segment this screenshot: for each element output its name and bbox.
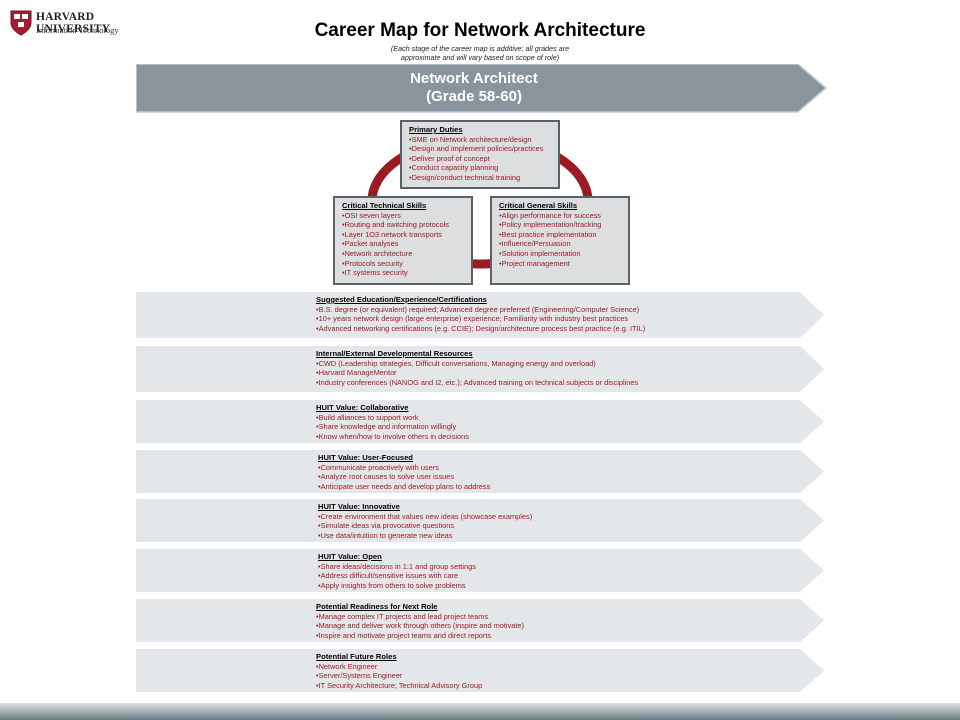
- list-item: Communicate proactively with users: [318, 463, 490, 473]
- section-content: HUIT Value: Innovative Create environmen…: [318, 502, 532, 541]
- role-banner-arrow: [136, 64, 828, 113]
- list-item: Share ideas/decisions in 1:1 and group s…: [318, 562, 476, 572]
- section-content: HUIT Value: Open Share ideas/decisions i…: [318, 552, 476, 591]
- section-content: Potential Readiness for Next Role Manage…: [316, 602, 524, 641]
- list-item: Deliver proof of concept: [409, 154, 552, 164]
- list-item: Manage and deliver work through others (…: [316, 621, 524, 631]
- list-item: 10+ years network design (large enterpri…: [316, 314, 645, 324]
- institution-name: HARVARD UNIVERSITY: [36, 11, 111, 35]
- section-content: HUIT Value: Collaborative Build alliance…: [316, 403, 469, 442]
- list-item: Best practice implementation: [499, 230, 622, 240]
- section-heading: HUIT Value: Innovative: [318, 502, 400, 511]
- section-chevron: [136, 400, 824, 443]
- list-item: Anticipate user needs and develop plans …: [318, 482, 491, 492]
- list-item: B.S. degree (or equivalent) required; Ad…: [316, 305, 645, 315]
- technical-skills-heading: Critical Technical Skills: [342, 201, 427, 210]
- section-heading: Potential Future Roles: [316, 652, 397, 661]
- list-item: IT systems security: [342, 268, 465, 278]
- list-item: Create environment that values new ideas…: [318, 512, 533, 522]
- subtitle-line-1: (Each stage of the career map is additiv…: [390, 44, 570, 53]
- list-item: Apply insights from others to solve prob…: [318, 581, 476, 591]
- education-section: Suggested Education/Experience/Certifica…: [136, 292, 824, 338]
- page-subtitle: (Each stage of the career map is additiv…: [380, 44, 580, 62]
- list-item: Layer 1O3 network transports: [342, 230, 465, 240]
- list-item: Design and implement policies/practices: [409, 144, 552, 154]
- list-item: Advanced networking certifications (e.g.…: [316, 324, 646, 334]
- primary-duties-box: Primary Duties SME on Network architectu…: [400, 120, 560, 189]
- list-item: Influence/Persuasion: [499, 239, 622, 249]
- technical-skills-box: Critical Technical Skills OSI seven laye…: [333, 196, 473, 285]
- list-item: SME on Network architecture/design: [409, 135, 552, 145]
- role-title: Network Architect: [410, 70, 538, 87]
- section-content: HUIT Value: User-Focused Communicate pro…: [318, 453, 490, 492]
- section-content: Potential Future Roles Network Engineer …: [316, 652, 482, 691]
- innovative-section: HUIT Value: Innovative Create environmen…: [136, 499, 824, 542]
- list-item: OSI seven layers: [342, 211, 465, 221]
- harvard-shield-icon: [10, 10, 32, 36]
- list-item: Network architecture: [342, 249, 465, 259]
- section-heading: Internal/External Developmental Resource…: [316, 349, 473, 358]
- list-item: IT Security Architecture; Technical Advi…: [316, 681, 483, 691]
- section-heading: HUIT Value: Open: [318, 552, 382, 561]
- list-item: Packet analyses: [342, 239, 465, 249]
- role-grade: (Grade 58-60): [426, 88, 522, 105]
- list-item: Routing and switching protocols: [342, 220, 465, 230]
- section-heading: HUIT Value: User-Focused: [318, 453, 413, 462]
- readiness-section: Potential Readiness for Next Role Manage…: [136, 599, 824, 642]
- list-item: Align performance for success: [499, 211, 622, 221]
- resources-section: Internal/External Developmental Resource…: [136, 346, 824, 392]
- list-item: Project management: [499, 259, 622, 269]
- section-content: Suggested Education/Experience/Certifica…: [316, 295, 645, 334]
- general-skills-box: Critical General Skills Align performanc…: [490, 196, 630, 285]
- list-item: Analyze root causes to solve user issues: [318, 472, 490, 482]
- list-item: Design/conduct technical training: [409, 173, 552, 183]
- list-item: Share knowledge and information willingl…: [316, 422, 469, 432]
- list-item: Harvard ManageMentor: [316, 368, 638, 378]
- list-item: Protocols security: [342, 259, 465, 269]
- page-title: Career Map for Network Architecture: [314, 20, 646, 41]
- collaborative-section: HUIT Value: Collaborative Build alliance…: [136, 400, 824, 443]
- list-item: Policy implementation/tracking: [499, 220, 622, 230]
- list-item: Solution implementation: [499, 249, 622, 259]
- role-banner: Network Architect (Grade 58-60): [136, 70, 812, 106]
- list-item: Industry conferences (NANOG and I2, etc.…: [316, 378, 639, 388]
- list-item: Simulate ideas via provocative questions: [318, 521, 532, 531]
- list-item: Build alliances to support work: [316, 413, 469, 423]
- primary-duties-heading: Primary Duties: [409, 125, 463, 134]
- future-roles-section: Potential Future Roles Network Engineer …: [136, 649, 824, 692]
- list-item: Know when/how to involve others in decis…: [316, 432, 469, 442]
- user-focused-section: HUIT Value: User-Focused Communicate pro…: [136, 450, 824, 493]
- list-item: Address difficult/sensitive issues with …: [318, 571, 476, 581]
- list-item: Use data/intuition to generate new ideas: [318, 531, 532, 541]
- section-heading: HUIT Value: Collaborative: [316, 403, 409, 412]
- open-section: HUIT Value: Open Share ideas/decisions i…: [136, 549, 824, 592]
- list-item: Manage complex IT projects and lead proj…: [316, 612, 524, 622]
- list-item: CWD (Leadership strategies, Difficult co…: [316, 359, 638, 369]
- footer-bar: [0, 703, 960, 720]
- subtitle-line-2: approximate and will vary based on scope…: [400, 52, 560, 62]
- section-heading: Suggested Education/Experience/Certifica…: [316, 295, 487, 304]
- section-heading: Potential Readiness for Next Role: [316, 602, 438, 611]
- list-item: Inspire and motivate project teams and d…: [316, 631, 524, 641]
- harvard-logo: HARVARD UNIVERSITY Information Technolog…: [10, 10, 170, 40]
- list-item: Server/Systems Engineer: [316, 671, 482, 681]
- section-chevron: [136, 549, 824, 592]
- list-item: Conduct capacity planning: [409, 163, 552, 173]
- department-name: Information Technology: [36, 25, 119, 35]
- section-content: Internal/External Developmental Resource…: [316, 349, 638, 388]
- general-skills-heading: Critical General Skills: [499, 201, 578, 210]
- list-item: Network Engineer: [316, 662, 482, 672]
